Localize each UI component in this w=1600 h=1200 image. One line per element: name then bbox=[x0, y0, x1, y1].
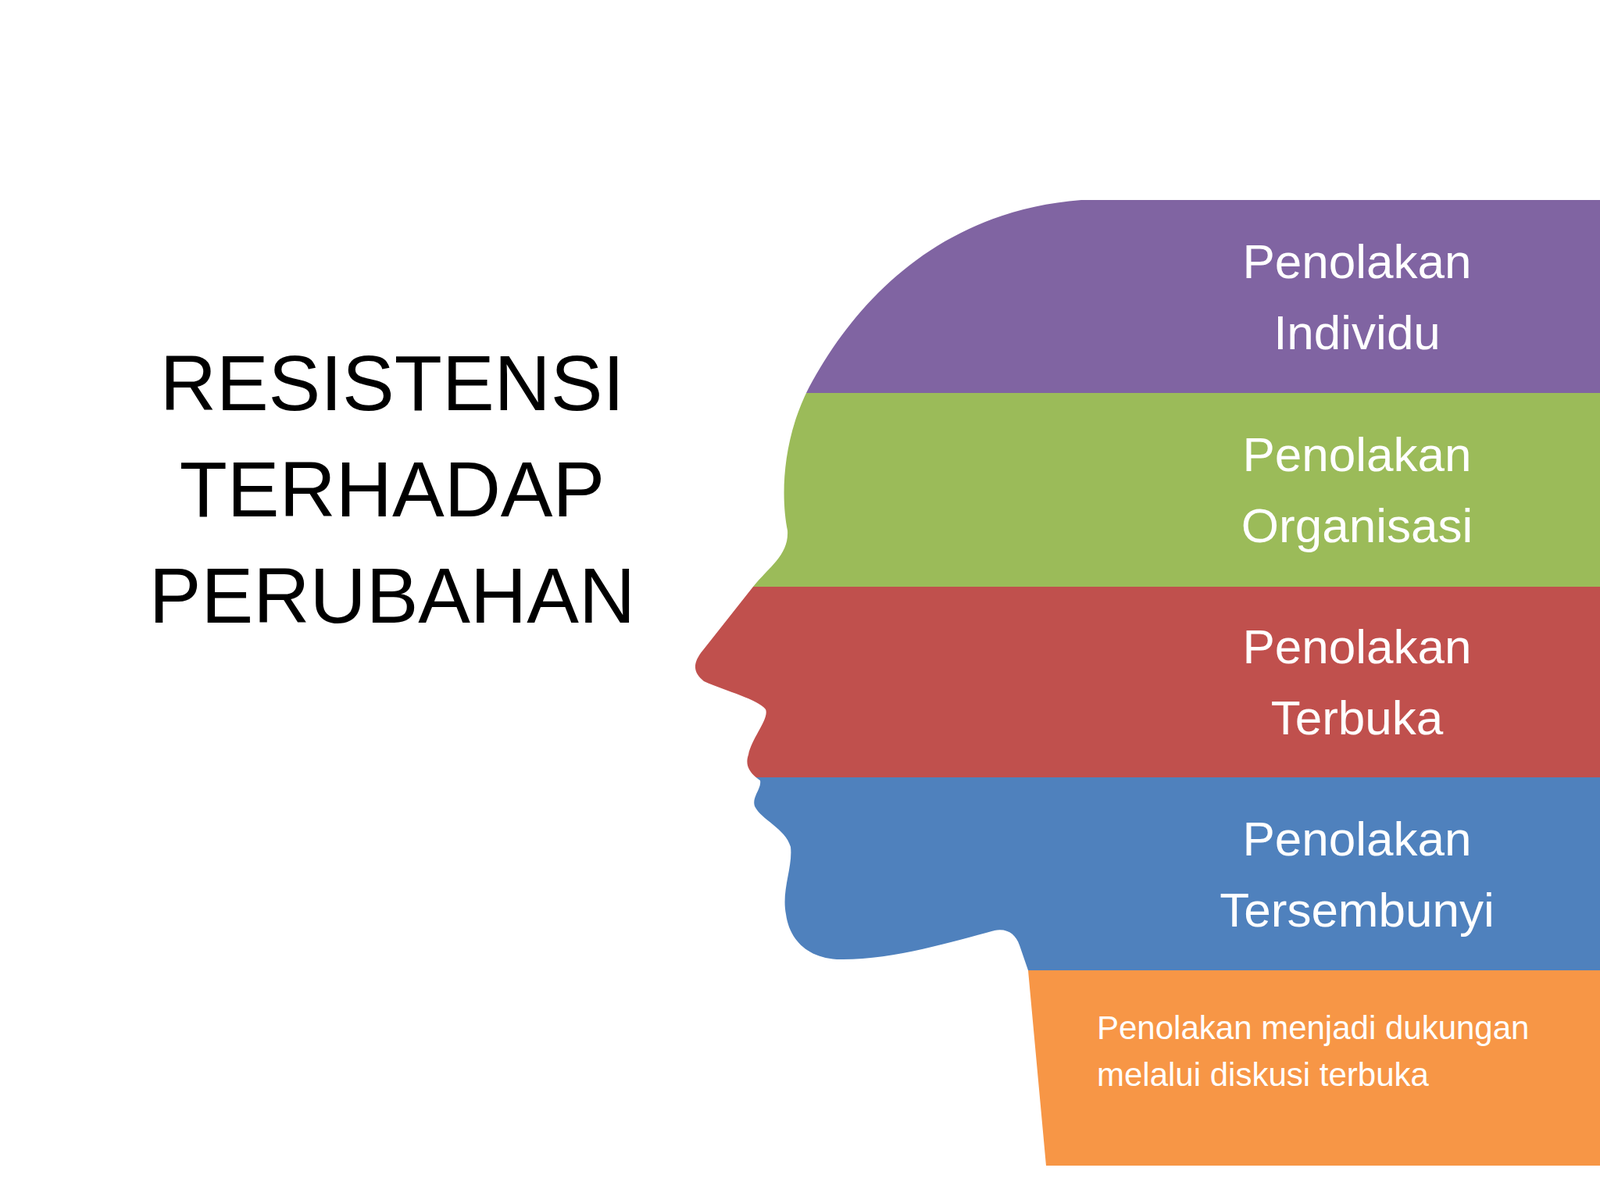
band-label: Penolakan Tersembunyi bbox=[1169, 803, 1545, 946]
band-fill bbox=[695, 392, 1600, 587]
band-fill bbox=[695, 777, 1600, 971]
head-band: Penolakan menjadi dukungan melalui disku… bbox=[0, 970, 1600, 1166]
band-text-area: Penolakan Terbuka bbox=[1169, 586, 1545, 778]
band-shape bbox=[0, 777, 1600, 971]
band-text-area: Penolakan menjadi dukungan melalui disku… bbox=[1096, 1004, 1590, 1099]
title: RESISTENSI TERHADAP PERUBAHAN bbox=[103, 329, 682, 649]
band-label: Penolakan menjadi dukungan melalui disku… bbox=[1096, 1004, 1590, 1099]
band-text-area: Penolakan Organisasi bbox=[1169, 392, 1545, 587]
band-fill bbox=[695, 200, 1600, 393]
band-fill bbox=[695, 970, 1600, 1166]
head-band: Penolakan Tersembunyi bbox=[0, 777, 1600, 971]
band-text-area: Penolakan Individu bbox=[1169, 200, 1545, 393]
band-label: Penolakan Terbuka bbox=[1169, 610, 1545, 754]
band-text-area: Penolakan Tersembunyi bbox=[1169, 777, 1545, 971]
band-label: Penolakan Organisasi bbox=[1169, 418, 1545, 561]
band-fill bbox=[695, 586, 1600, 778]
band-label: Penolakan Individu bbox=[1169, 225, 1545, 368]
